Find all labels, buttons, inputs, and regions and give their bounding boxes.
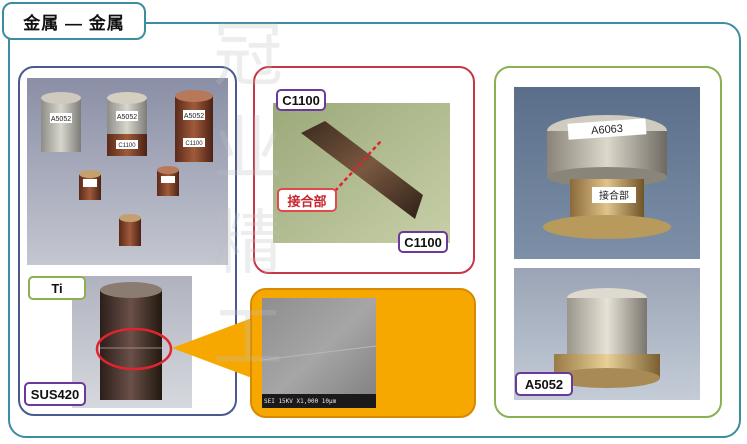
c1100-plate-photo [273, 103, 450, 243]
cylinder-label: A5052 [117, 114, 137, 121]
joint-highlight-circle [95, 327, 173, 371]
cylinder-label: C1100 [118, 143, 136, 149]
label-c1100-bottom: C1100 [398, 231, 448, 253]
label-a5052: A5052 [515, 372, 573, 396]
cylinders-photo: A5052 A5052 C1100 A5052 C1100 [27, 78, 228, 265]
label-c1100-top: C1100 [276, 89, 326, 111]
label-sus420: SUS420 [24, 382, 86, 406]
sample-label-a6063: A6063 [591, 123, 624, 137]
cylinder-label: A5052 [184, 113, 204, 120]
sus420-ti-photo [72, 276, 192, 408]
a6063-sample-photo: A6063 接合部 [514, 87, 700, 259]
callout-line-1: 接合界面 [664, 36, 725, 53]
label-joint: 接合部 [277, 188, 337, 212]
cylinder-label: C1100 [185, 141, 203, 147]
sem-image [262, 298, 376, 408]
label-ti: Ti [28, 276, 86, 300]
page-title: 金属 — 金属 [2, 2, 146, 40]
cylinder-label: A5052 [51, 116, 71, 123]
sem-caption: SEI 15KV X1,000 10μm [264, 398, 337, 405]
sample-label-joint: 接合部 [599, 189, 629, 202]
